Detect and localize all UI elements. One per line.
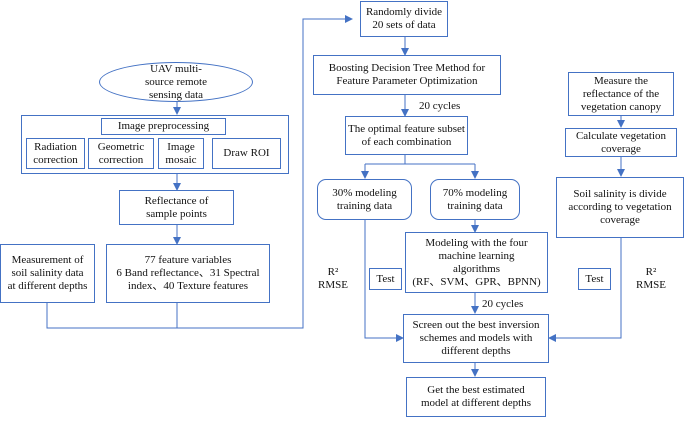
r2-rmse-right-label: R² RMSE [636, 266, 666, 291]
preprocessing-group [21, 115, 289, 174]
four-ml-algorithms-box: Modeling with the four machine learning … [405, 232, 548, 293]
image-mosaic-box: Image mosaic [158, 138, 204, 169]
draw-roi-box: Draw ROI [212, 138, 281, 169]
test-left-box: Test [369, 268, 402, 290]
feature-variables-box: 77 feature variables 6 Band reflectance、… [106, 244, 270, 303]
screen-out-box: Screen out the best inversion schemes an… [403, 314, 549, 363]
boosting-decision-tree-box: Boosting Decision Tree Method for Featur… [313, 55, 501, 95]
radiation-correction-box: Radiation correction [26, 138, 85, 169]
modeling-30-box: 30% modeling training data [317, 179, 412, 220]
geometric-correction-box: Geometric correction [88, 138, 154, 169]
reflectance-sample-points-box: Reflectance of sample points [119, 190, 234, 225]
modeling-70-box: 70% modeling training data [430, 179, 520, 220]
cycles-label-top: 20 cycles [419, 100, 461, 112]
r2-rmse-left-label: R² RMSE [318, 266, 348, 291]
calculate-coverage-box: Calculate vegetation coverage [565, 128, 677, 157]
test-right-box: Test [578, 268, 611, 290]
arrow-soil-divide-to-screen-out [548, 238, 622, 342]
uav-data-ellipse: UAV multi- source remote sensing data [99, 62, 253, 102]
arrow-collector-to-randomly-divide [46, 15, 353, 329]
optimal-feature-subset-box: The optimal feature subset of each combi… [345, 116, 468, 155]
measure-reflectance-box: Measure the reflectance of the vegetatio… [568, 72, 674, 116]
arrow-30-to-screen-out [364, 220, 404, 342]
best-model-box: Get the best estimated model at differen… [406, 377, 546, 417]
cycles-label-bottom: 20 cycles [482, 298, 524, 310]
measurement-soil-salinity-box: Measurement of soil salinity data at dif… [0, 244, 95, 303]
randomly-divide-box: Randomly divide 20 sets of data [360, 1, 448, 37]
soil-salinity-divide-box: Soil salinity is divide according to veg… [556, 177, 684, 238]
image-preprocessing-box: Image preprocessing [101, 118, 226, 135]
